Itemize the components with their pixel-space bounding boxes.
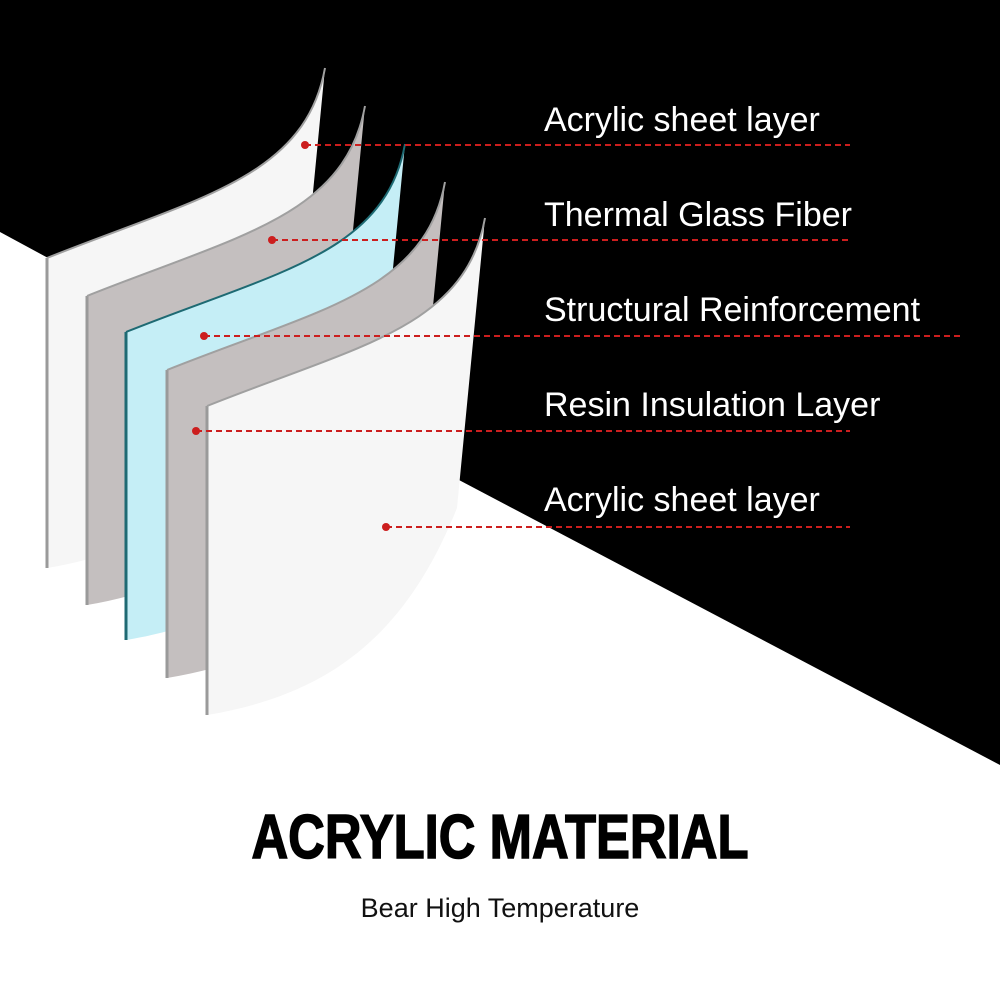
leader-lines-group (192, 141, 962, 531)
leader-dot-1 (301, 141, 309, 149)
layer-label-4: Resin Insulation Layer (544, 386, 881, 424)
main-title: ACRYLIC MATERIAL (251, 802, 749, 873)
layer-label-3: Structural Reinforcement (544, 291, 921, 329)
leader-dot-5 (382, 523, 390, 531)
sheet-edge-top-2 (86, 105, 366, 297)
sheet-edge-top-1 (46, 67, 326, 259)
layer-label-1: Acrylic sheet layer (544, 101, 820, 139)
layer-label-2: Thermal Glass Fiber (544, 196, 852, 234)
leader-dot-3 (200, 332, 208, 340)
sheet-edge-top-3 (125, 143, 406, 333)
leader-dot-4 (192, 427, 200, 435)
layer-label-5: Acrylic sheet layer (544, 481, 820, 519)
leader-dot-2 (268, 236, 276, 244)
sheet-edge-top-4 (166, 181, 446, 371)
sheet-layer-5 (207, 218, 485, 715)
subtitle: Bear High Temperature (360, 893, 640, 923)
sheet-edge-top-5 (206, 217, 486, 407)
